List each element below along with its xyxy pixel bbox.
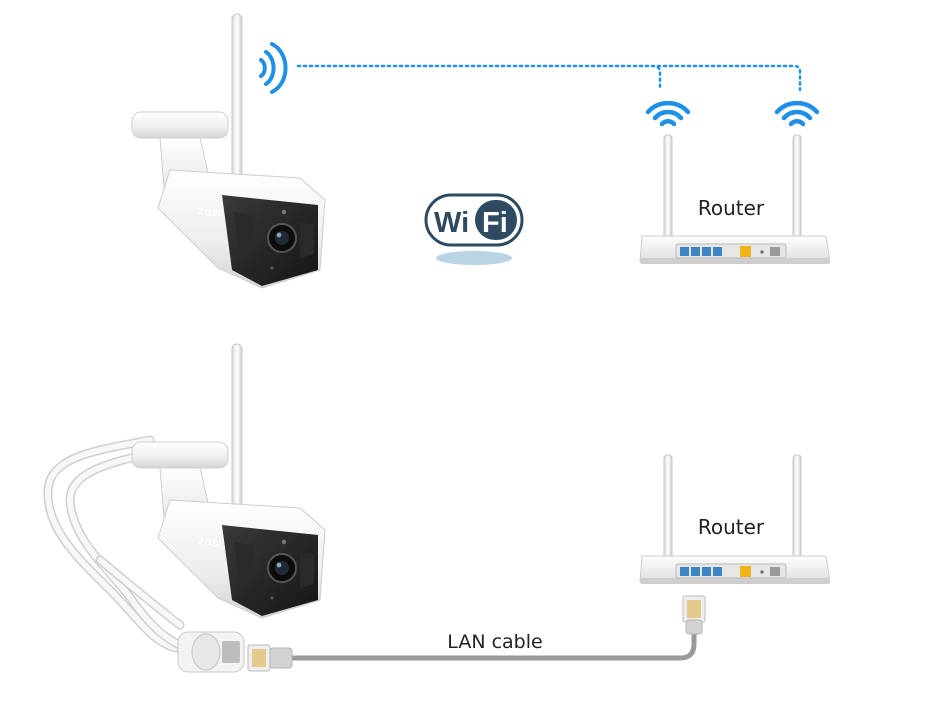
camera-brand-top: ZOSI	[198, 206, 222, 219]
router-bottom-label: Router	[698, 515, 765, 539]
wifi-logo-text-wi: Wi	[434, 207, 469, 239]
lan-cable-label: LAN cable	[447, 631, 542, 653]
coiled-cable	[43, 435, 195, 655]
router-top-label: Router	[698, 196, 765, 220]
camera-brand-bottom: ZOSI	[198, 536, 222, 549]
camera-rj45-socket	[177, 631, 245, 673]
router-signal-icon	[648, 103, 688, 124]
camera-signal-icon	[259, 42, 288, 94]
wifi-logo-text-fi: Fi	[482, 207, 508, 239]
lan-camera	[131, 343, 326, 619]
rj45-plug-right	[682, 595, 706, 635]
rj45-plug-left	[247, 644, 293, 672]
lan-cable-line	[287, 627, 697, 661]
router-signal-icon	[777, 103, 817, 124]
wireless-link-line	[296, 64, 802, 92]
wifi-logo-icon: Wi Fi	[424, 193, 524, 265]
wifi-camera	[131, 13, 326, 289]
